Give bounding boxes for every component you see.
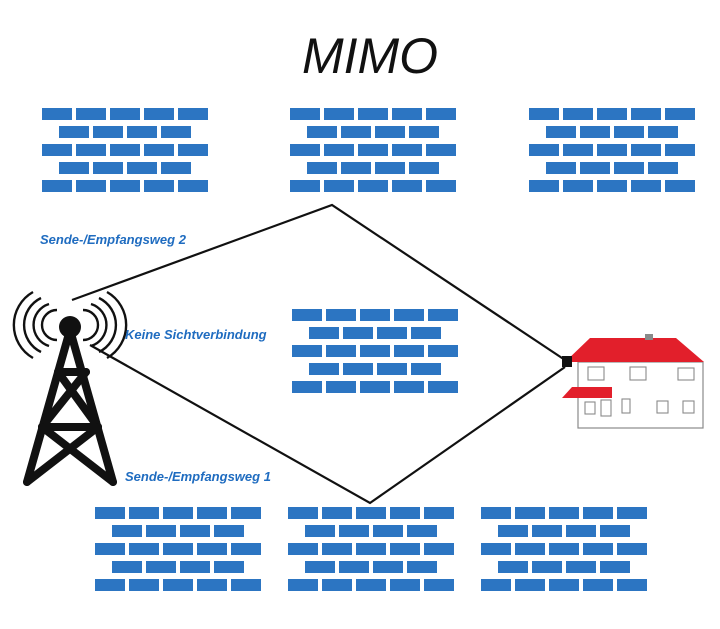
house-icon (562, 334, 704, 429)
path-1-label: Sende-/Empfangsweg 1 (125, 469, 271, 484)
radio-tower-icon (12, 290, 128, 486)
path-1-line (89, 344, 566, 505)
brick-wall-icon (292, 309, 458, 393)
path-2-line (71, 203, 566, 361)
signal-paths (71, 203, 566, 505)
brick-wall-icon (290, 108, 456, 192)
brick-walls (42, 108, 695, 591)
diagram-title: MIMO (302, 28, 438, 84)
brick-wall-icon (288, 507, 454, 591)
no-line-of-sight-label: Keine Sichtverbindung (125, 327, 267, 342)
brick-wall-icon (42, 108, 208, 192)
brick-wall-icon (95, 507, 261, 591)
brick-wall-icon (529, 108, 695, 192)
path-2-label: Sende-/Empfangsweg 2 (40, 232, 187, 247)
brick-wall-icon (481, 507, 647, 591)
